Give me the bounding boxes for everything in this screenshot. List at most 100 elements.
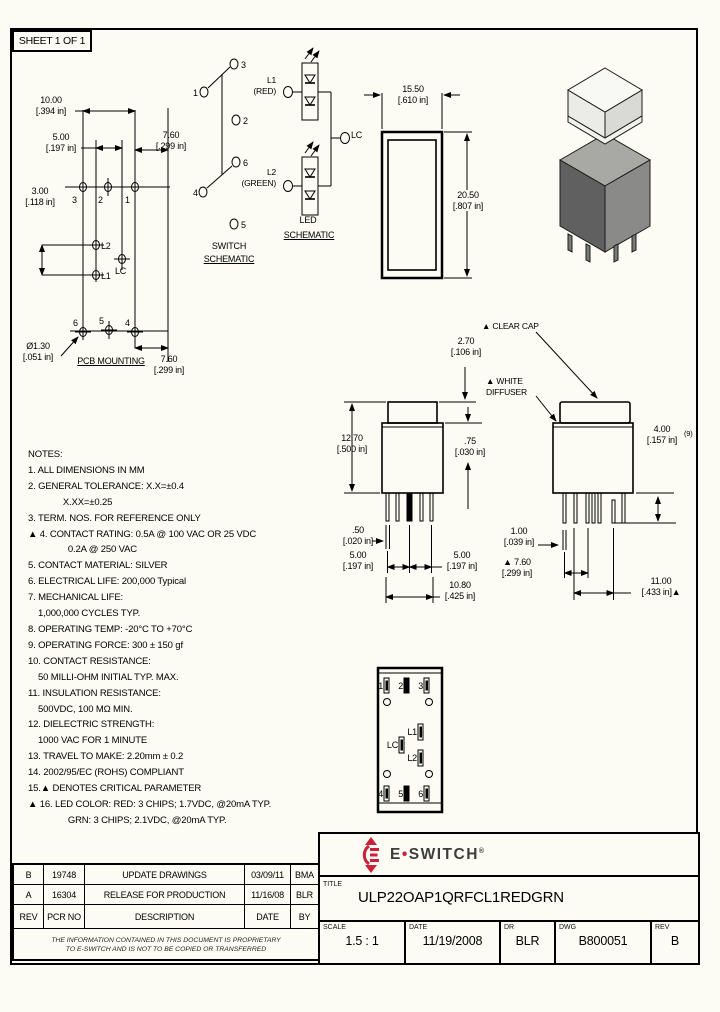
switch-schematic-lines [206, 66, 233, 189]
dim-body-height: 12.70 [.500 in] [336, 433, 368, 454]
scale-label: SCALE [323, 924, 346, 931]
revision-label: REV [655, 924, 670, 931]
front-view-dimension-lines [364, 92, 472, 279]
eswitch-logo-icon [362, 836, 379, 873]
part-number-title: ULP22OAP1QRFCL1REDGRN [358, 889, 564, 906]
brand-e: E [390, 845, 402, 863]
title-block: E•SWITCH® TITLE ULP22OAP1QRFCL1REDGRN SC… [318, 832, 700, 965]
dim-pin-pitch-left: 5.00 [.197 in] [342, 550, 374, 571]
brand-registered-mark: ® [478, 847, 485, 855]
pcb-dimension-lines [39, 108, 169, 357]
side-view2-pins [562, 492, 626, 524]
pcb-hole-3-label: 3 [72, 195, 77, 205]
date-label: DATE [409, 924, 428, 931]
dim-pcb-3mm: 3.00 [.118 in] [25, 186, 55, 207]
bottom-pin-2-label: 2 [398, 681, 403, 691]
bottom-view-pins [383, 677, 433, 802]
led-l2-green-label: L2 (GREEN) [241, 167, 277, 188]
switch-pins-3d [567, 233, 637, 263]
bottom-pin-lc-label: LC [387, 740, 399, 750]
led-schematic-drawing [283, 47, 350, 216]
revision-row-a: A 16304 RELEASE FOR PRODUCTION 11/16/08 … [14, 885, 318, 905]
side-view-pins [385, 492, 434, 522]
led-schematic-terminals [283, 86, 350, 192]
led-l1-red-label: L1 (RED) [253, 75, 276, 96]
switch-pin-4-label: 4 [193, 188, 198, 198]
sheet-number-box: SHEET 1 OF 1 [12, 30, 92, 52]
led-package-2 [301, 141, 320, 216]
header-rev: REV [14, 905, 44, 928]
header-pcr-no: PCR NO [44, 905, 85, 928]
switch-pin-6-label: 6 [243, 158, 248, 168]
bottom-pin-3-label: 3 [418, 681, 423, 691]
isometric-view-drawing [559, 67, 651, 263]
side-view2-dimension-lines [538, 492, 676, 600]
drawing-number-label: DWG [559, 924, 577, 931]
pcb-hole-6-label: 6 [73, 318, 78, 328]
drawing-number-cell: DWG B800051 [556, 922, 652, 963]
clear-cap-callout: ▲ CLEAR CAP [482, 321, 539, 331]
dim-pcb-5mm: 5.00 [.197 in] [45, 132, 77, 153]
brand-switch: SWITCH [408, 845, 479, 863]
pcb-mounting-drawing: 3 2 1 L2 L1 LC 6 5 4 [39, 108, 170, 362]
pcb-hole-lc-label: LC [115, 266, 127, 276]
notes-list: NOTES: 1. ALL DIMENSIONS IN MM 2. GENERA… [28, 449, 272, 826]
dim-pin-width-2: 1.00 [.039 in] [503, 526, 535, 547]
title-block-brand-row: E•SWITCH® [320, 834, 698, 877]
bottom-view-pin-labels: 1 2 3 L1 LC L2 4 5 6 [378, 681, 423, 799]
bottom-pin-l2-label: L2 [407, 753, 417, 763]
dim-pcb-hole-dia: Ø1.30 [.051 in] [22, 341, 54, 362]
pcb-hole-5-label: 5 [99, 316, 104, 326]
bottom-pin-1-label: 1 [378, 681, 383, 691]
pcb-hole-2-label: 2 [98, 195, 103, 205]
dim-front-width: 15.50 [.610 in] [397, 84, 429, 105]
dim-standoff-qty-note: (9) [684, 429, 693, 438]
revision-history-table: B 19748 UPDATE DRAWINGS 03/09/11 BMA A 1… [12, 863, 318, 961]
pcb-hole-numbers: 3 2 1 L2 L1 LC 6 5 4 [72, 195, 130, 328]
rev-b-description: UPDATE DRAWINGS [85, 865, 245, 884]
dim-pin-pitch-2: ▲ 7.60 [.299 in] [501, 557, 533, 578]
switch-body-3d [559, 133, 651, 253]
side-view-right-drawing [535, 331, 676, 600]
revision-table-header: REV PCR NO DESCRIPTION DATE BY [14, 905, 318, 929]
bottom-pin-4-label: 4 [378, 789, 383, 799]
dim-pin-span: 10.80 [.425 in] [444, 580, 476, 601]
drafter-cell: DR BLR [501, 922, 556, 963]
proprietary-notice: THE INFORMATION CONTAINED IN THIS DOCUME… [51, 937, 281, 953]
pcb-hole-1-label: 1 [125, 195, 130, 205]
pcb-hole-4-label: 4 [125, 318, 130, 328]
header-description: DESCRIPTION [85, 905, 245, 928]
switch-terminal-numbers: 3 1 2 6 4 5 [193, 60, 248, 230]
title-field-label: TITLE [323, 881, 343, 888]
dim-pin-span-2: 11.00 [.433 in]▲ [641, 576, 681, 597]
dim-pin-pitch-right: 5.00 [.197 in] [446, 550, 478, 571]
date-cell: DATE 11/19/2008 [406, 922, 501, 963]
rev-b-pcr-number: 19748 [44, 865, 85, 884]
pcb-holes [75, 178, 143, 339]
scale-cell: SCALE 1.5 : 1 [320, 922, 406, 963]
drafter-label: DR [504, 924, 515, 931]
led-schematic-wires [293, 91, 340, 187]
rev-b-date: 03/09/11 [245, 865, 291, 884]
brand-dot: • [401, 845, 409, 863]
title-row: TITLE ULP22OAP1QRFCL1REDGRN [320, 879, 698, 922]
led-schematic-title-line2: SCHEMATIC [283, 230, 335, 240]
switch-pin-1-label: 1 [193, 88, 198, 98]
bottom-pin-l1-label: L1 [407, 727, 417, 737]
sheet-number-label: SHEET 1 OF 1 [18, 35, 86, 47]
bottom-pin-5-label: 5 [398, 789, 403, 799]
side-view2-outline [552, 401, 634, 494]
rev-a-author: BLR [296, 889, 313, 900]
rev-a-pcr-number: 16304 [44, 885, 85, 904]
white-diffuser-callout: ▲ WHITE DIFFUSER [486, 376, 527, 397]
side-view-dimension-lines [344, 367, 482, 603]
pcb-hole-l1-label: L1 [101, 271, 111, 281]
header-date: DATE [245, 905, 291, 928]
bottom-view-drawing: 1 2 3 L1 LC L2 4 5 6 [376, 666, 444, 814]
bottom-view-outline [376, 666, 444, 814]
rev-a-date: 11/16/08 [245, 885, 291, 904]
revision-row-b: B 19748 UPDATE DRAWINGS 03/09/11 BMA [14, 865, 318, 885]
dim-pin-standoff: 4.00 [.157 in] [646, 424, 678, 445]
pcb-mounting-title: PCB MOUNTING [77, 356, 145, 366]
